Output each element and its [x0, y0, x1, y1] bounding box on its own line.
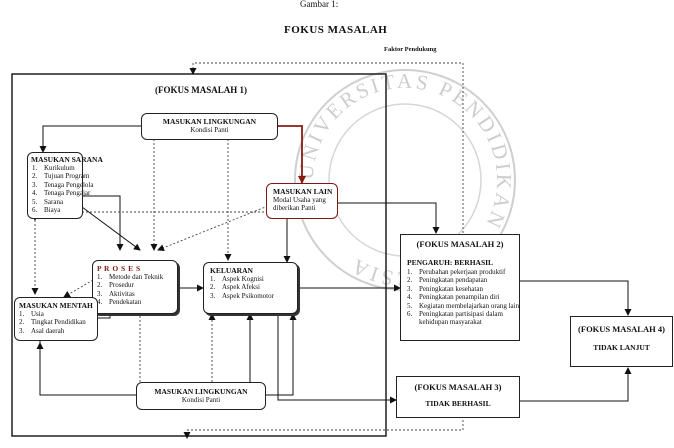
- fokus-masalah-2-heading: PENGARUH: BERHASIL: [407, 258, 494, 267]
- keluaran-title: KELUARAN: [210, 266, 253, 275]
- masukan-sarana-title: MASUKAN SARANA: [31, 155, 103, 164]
- list-item: 2.Prosedur: [97, 281, 134, 290]
- masukan-lingkungan-top-title: MASUKAN LINGKUNGAN: [162, 117, 257, 126]
- fokus-masalah-4-label: (FOKUS MASALAH 4): [578, 324, 665, 334]
- masukan-mentah-box: MASUKAN MENTAH 1.Usia 2.Tingkat Pendidik…: [14, 297, 98, 341]
- fokus-masalah-2-label: (FOKUS MASALAH 2): [416, 239, 504, 249]
- masukan-lingkungan-top-subtitle: Kondisi Panti: [190, 126, 229, 134]
- masukan-sarana-box: MASUKAN SARANA 1.Kurikulum 2.Tujuan Prog…: [27, 152, 103, 219]
- list-item: 1.Usia: [19, 310, 44, 318]
- list-item: 3.Peningkatan kesehatan: [407, 284, 483, 293]
- masukan-lain-title: MASUKAN LAIN: [273, 187, 333, 196]
- fokus-masalah-3-label: (FOKUS MASALAH 3): [414, 382, 502, 392]
- list-item: 4.Pendekatan: [97, 298, 142, 307]
- list-item: 3.Tenaga Pengelola: [32, 180, 94, 189]
- diagram-title: FOKUS MASALAH: [284, 24, 388, 36]
- fokus-masalah-4-text: TIDAK LANJUT: [593, 343, 650, 352]
- masukan-lingkungan-bottom-box: MASUKAN LINGKUNGAN Kondisi Panti: [136, 382, 266, 410]
- fokus-masalah-2-box: (FOKUS MASALAH 2) PENGARUH: BERHASIL 1.P…: [400, 234, 520, 341]
- masukan-lain-line-1: Modal Usaha yang: [273, 196, 326, 204]
- list-item: 5.Kegiatan membelajarkan orang lain: [407, 301, 520, 310]
- fokus-masalah-3-text: TIDAK BERHASIL: [425, 399, 491, 408]
- figure-caption: Gambar 1:: [300, 0, 339, 9]
- list-item: 1.Aspek Kognisi: [210, 275, 264, 283]
- masukan-lingkungan-bottom-title: MASUKAN LINGKUNGAN: [154, 387, 248, 396]
- proses-box: P R O S E S 1.Metode dan Teknik 2.Prosed…: [92, 260, 178, 314]
- list-item: 1.Kurikulum: [32, 164, 75, 172]
- list-item: 3.Asal daerah: [19, 326, 65, 335]
- fokus-masalah-1-label: (FOKUS MASALAH 1): [155, 85, 247, 95]
- list-item: 2.Tingkat Pendidikan: [19, 318, 86, 327]
- fokus-masalah-3-box: (FOKUS MASALAH 3) TIDAK BERHASIL: [396, 376, 520, 418]
- list-item: 4.Tenaga Pengajar: [32, 189, 91, 198]
- list-item: 6.Biaya: [32, 206, 61, 215]
- masukan-lingkungan-top-box: MASUKAN LINGKUNGAN Kondisi Panti: [141, 113, 278, 140]
- list-item: 2.Peningkatan pendapatan: [407, 276, 488, 285]
- fokus-masalah-4-box: (FOKUS MASALAH 4) TIDAK LANJUT: [570, 316, 673, 367]
- faktor-pendukung-label: Faktor Pendukung: [384, 46, 437, 53]
- masukan-lain-line-2: diberikan Panti: [273, 204, 316, 212]
- keluaran-box: KELUARAN 1.Aspek Kognisi 2.Aspek Afeksi …: [203, 262, 298, 314]
- list-item: 3.Aspek Psikomotor: [210, 291, 274, 300]
- list-item: 1.Perubahan pekerjaan produktif: [407, 268, 506, 276]
- list-item: 6.Peningkatan partisipasi dalam: [407, 310, 503, 319]
- list-item: kehidupan masyarakat: [419, 318, 482, 327]
- masukan-mentah-title: MASUKAN MENTAH: [19, 301, 93, 310]
- list-item: 1.Metode dan Teknik: [97, 273, 164, 281]
- list-item: 3.Aktivitas: [97, 289, 135, 298]
- proses-title: P R O S E S: [97, 264, 141, 273]
- masukan-lain-box: MASUKAN LAIN Modal Usaha yang diberikan …: [266, 183, 338, 219]
- list-item: 5.Sarana: [32, 197, 64, 206]
- list-item: 4.Peningkatan penampilan diri: [407, 293, 500, 302]
- masukan-lingkungan-bottom-subtitle: Kondisi Panti: [181, 396, 221, 404]
- list-item: 2.Aspek Afeksi: [210, 283, 260, 292]
- list-item: 2.Tujuan Program: [32, 172, 90, 181]
